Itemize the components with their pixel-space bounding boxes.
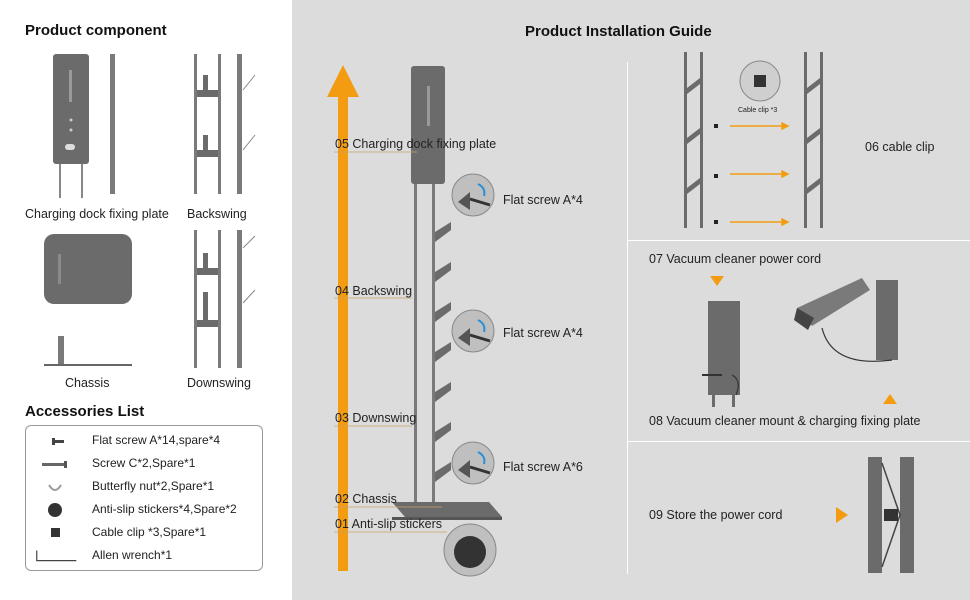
screw-detail-3-icon <box>451 441 495 485</box>
assembly-direction-arrow <box>327 65 359 571</box>
list-item: Allen wrench*1 <box>26 545 262 567</box>
list-item: Butterfly nut*2,Spare*1 <box>26 476 262 498</box>
mount-plate-illustration <box>702 301 740 407</box>
accessories-title: Accessories List <box>25 403 145 420</box>
assembled-stand-illustration <box>392 66 502 520</box>
list-item: Cable clip *3,Spare*1 <box>26 522 262 544</box>
anti-slip-detail-icon <box>443 523 497 577</box>
screw-detail-1-icon <box>451 173 495 217</box>
cable-clip-tag: Cable clip *3 <box>738 107 778 114</box>
chassis-illustration <box>44 234 132 366</box>
screw-c-icon <box>42 461 67 468</box>
chassis-caption: Chassis <box>65 376 110 390</box>
components-title: Product component <box>25 22 167 39</box>
backswing-caption: Backswing <box>187 207 247 221</box>
product-components-panel: Product component Charging dock fixing p… <box>0 0 292 600</box>
butterfly-nut-icon <box>48 484 62 491</box>
horizontal-divider-2 <box>627 441 970 442</box>
step-leader-lines <box>334 151 447 533</box>
store-cord-arrow <box>836 507 848 523</box>
step-01-label: 01 Anti-slip stickers <box>335 517 442 531</box>
downswing-caption: Downswing <box>187 376 251 390</box>
step-05-label: 05 Charging dock fixing plate <box>335 137 497 151</box>
allen-wrench-icon <box>36 550 77 562</box>
cable-clip-icon <box>51 528 60 537</box>
step-04-label: 04 Backswing <box>335 284 413 298</box>
list-item: Flat screw A*14,spare*4 <box>26 430 262 452</box>
step-09-label: 09 Store the power cord <box>649 508 783 522</box>
vertical-divider <box>627 62 628 574</box>
installation-guide-title: Product Installation Guide <box>525 23 712 40</box>
charging-plate-caption: Charging dock fixing plate <box>25 207 169 221</box>
mount-up-arrow <box>883 394 897 404</box>
flat-screw-label-3: Flat screw A*6 <box>503 460 583 474</box>
flat-screw-label-2: Flat screw A*4 <box>503 326 583 340</box>
step-08-label: 08 Vacuum cleaner mount & charging fixin… <box>649 414 921 428</box>
step-03-label: 03 Downswing <box>335 411 417 425</box>
step-07-label: 07 Vacuum cleaner power cord <box>649 252 822 266</box>
cable-clip-step-illustration <box>684 52 823 228</box>
flat-screw-icon <box>52 438 64 445</box>
horizontal-divider-1 <box>627 240 970 241</box>
step-06-label: 06 cable clip <box>865 140 935 154</box>
charging-plate-illustration <box>53 54 115 198</box>
power-cord-down-arrow <box>710 276 724 286</box>
step-02-label: 02 Chassis <box>335 492 397 506</box>
screw-detail-2-icon <box>451 309 495 353</box>
installation-guide-panel: Product Installation Guide <box>292 0 970 600</box>
flat-screw-label-1: Flat screw A*4 <box>503 193 583 207</box>
anti-slip-sticker-icon <box>48 503 62 517</box>
list-item: Screw C*2,Spare*1 <box>26 453 262 475</box>
vacuum-mount-illustration <box>794 278 898 362</box>
store-cord-illustration <box>868 457 914 573</box>
accessories-list: Flat screw A*14,spare*4 Screw C*2,Spare*… <box>25 425 263 571</box>
backswing-illustration <box>194 54 256 194</box>
list-item: Anti-slip stickers*4,Spare*2 <box>26 499 262 521</box>
downswing-illustration <box>194 230 256 368</box>
